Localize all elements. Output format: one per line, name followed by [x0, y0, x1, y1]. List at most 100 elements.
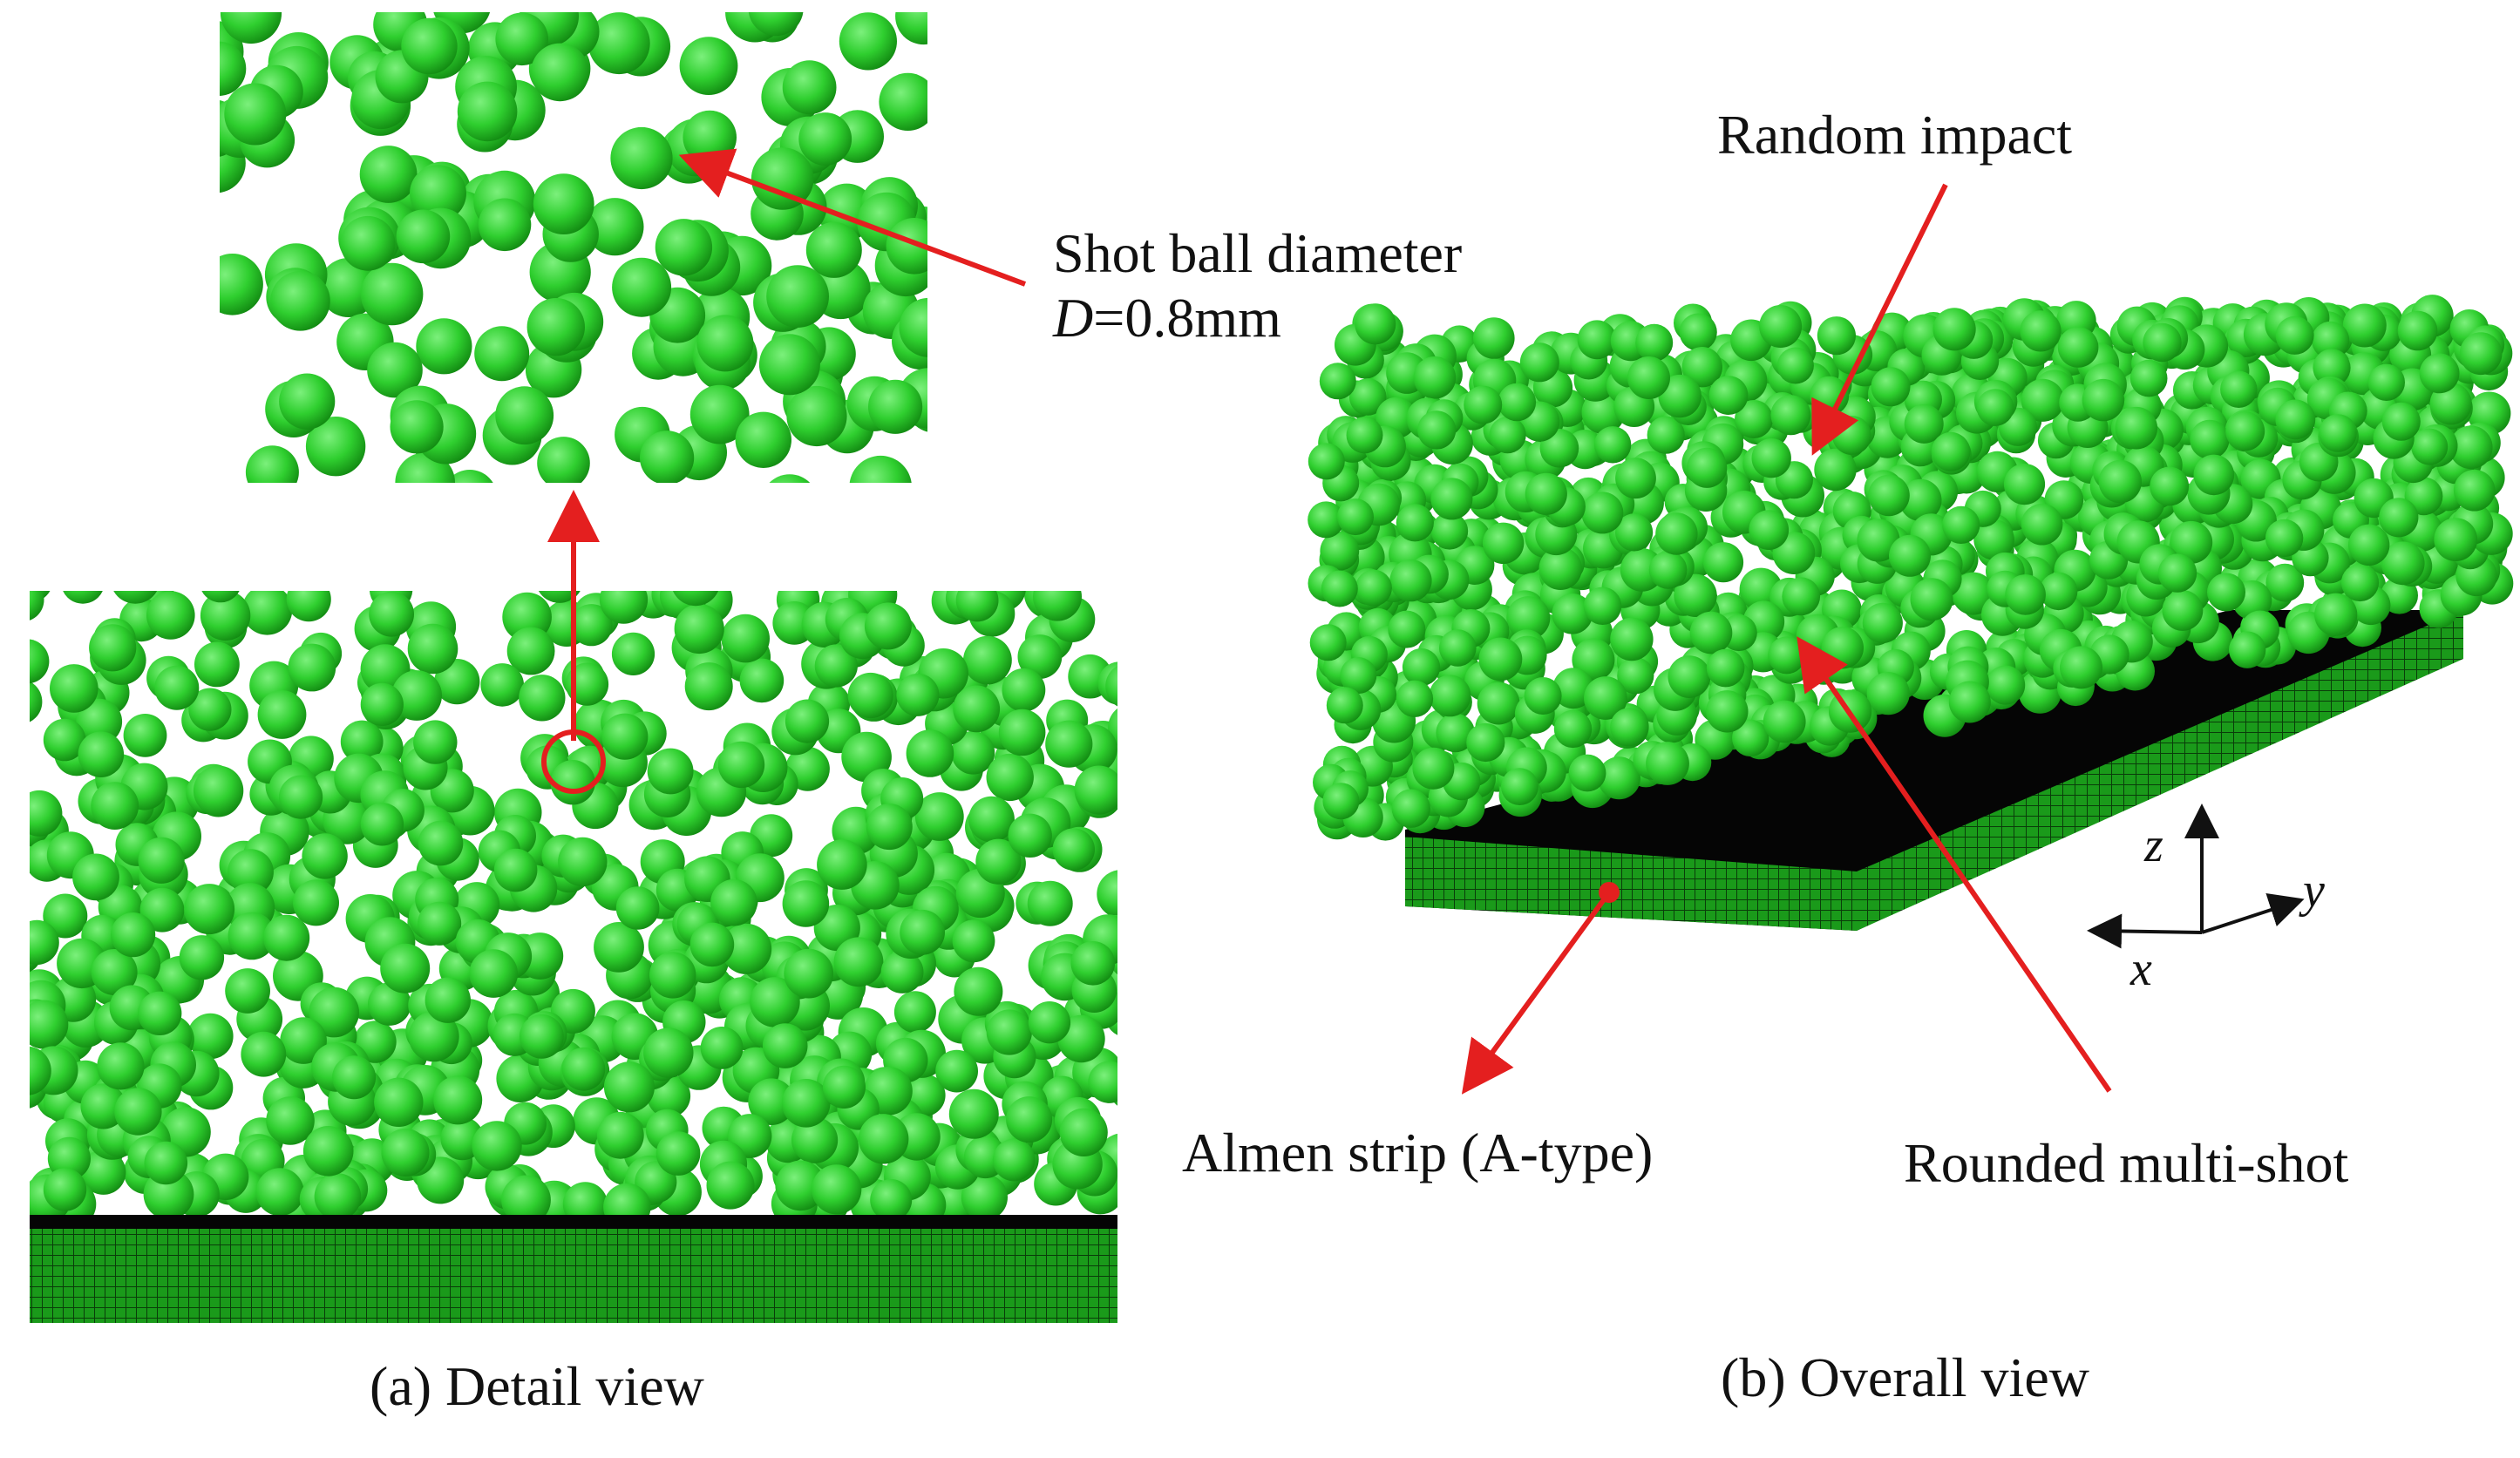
shot-ball — [97, 1042, 145, 1090]
shot-ball — [784, 948, 834, 999]
detail-view-shots — [30, 591, 1117, 1222]
shot-ball — [914, 792, 964, 841]
shot-ball — [739, 658, 785, 703]
shot-ball — [868, 379, 923, 434]
shot-ball — [2190, 419, 2230, 459]
shot-ball — [1668, 655, 1711, 698]
shot-ball — [493, 848, 538, 892]
shot-ball — [91, 782, 139, 830]
shot-ball — [1615, 513, 1654, 552]
annotations — [541, 148, 2112, 1095]
shot-ball — [953, 685, 1001, 733]
shot-ball — [188, 688, 232, 731]
shot-ball — [2340, 563, 2380, 602]
almen-dot — [1599, 882, 1620, 903]
shot-ball — [2275, 399, 2316, 440]
shot-ball — [586, 198, 644, 256]
shot-ball — [781, 1079, 831, 1128]
shot-ball — [1017, 634, 1063, 679]
shot-ball — [1319, 363, 1356, 400]
shot-ball — [1552, 668, 1594, 709]
shot-ball — [2220, 370, 2258, 408]
shot-ball — [139, 887, 185, 932]
shot-ball — [833, 937, 884, 987]
shot-ball — [225, 968, 270, 1014]
shot-ball — [1948, 681, 1991, 723]
shot-ball — [1782, 577, 1821, 616]
shot-ball — [1577, 320, 1617, 360]
shot-ball — [1097, 661, 1117, 705]
shot-ball — [1320, 531, 1360, 571]
shot-ball — [241, 1031, 287, 1077]
shot-ball — [123, 714, 167, 757]
shot-ball — [786, 385, 847, 447]
shot-ball — [611, 632, 655, 676]
shot-ball — [332, 1055, 377, 1100]
shot-ball — [1584, 676, 1627, 720]
shot-ball — [1635, 323, 1674, 362]
shot-ball — [1477, 682, 1520, 725]
shot-ball — [906, 729, 954, 777]
shot-ball — [1904, 403, 1944, 444]
shot-ball — [785, 699, 830, 743]
shot-ball — [30, 1000, 69, 1049]
shot-ball — [340, 215, 396, 271]
shot-ball — [374, 1077, 424, 1128]
shot-ball — [2060, 646, 2102, 689]
shot-ball — [2312, 321, 2350, 359]
shot-ball — [1581, 492, 1624, 534]
shot-ball — [2150, 466, 2190, 506]
shot-ball — [2129, 359, 2168, 397]
shot-ball — [1482, 522, 1525, 564]
shot-ball — [1868, 474, 1910, 517]
shot-ball — [1648, 551, 1688, 589]
shot-ball — [1466, 722, 1505, 763]
shot-ball — [955, 591, 999, 622]
shot-ball — [895, 12, 927, 45]
shot-ball — [866, 804, 913, 851]
shot-ball — [2379, 498, 2419, 538]
shot-ball — [1498, 383, 1537, 422]
shot-ball — [961, 1174, 1008, 1221]
shot-ball — [550, 760, 595, 805]
shot-ball — [433, 1075, 483, 1125]
shot-ball — [1862, 602, 1903, 644]
shot-ball — [1702, 542, 1744, 583]
shot-ball — [615, 886, 660, 930]
shot-ball — [302, 1126, 354, 1177]
shot-ball — [111, 912, 156, 958]
shot-ball — [506, 627, 555, 675]
shot-ball — [1646, 742, 1689, 785]
shot-ball — [495, 12, 548, 66]
shot-ball — [193, 765, 244, 816]
shot-ball — [1679, 313, 1717, 351]
shot-ball — [900, 909, 945, 955]
shot-ball — [1581, 390, 1626, 435]
shot-ball — [1391, 789, 1431, 828]
shot-ball — [241, 591, 293, 635]
shot-ball — [2057, 327, 2099, 368]
overall-strip-front — [1405, 837, 1857, 931]
shot-ball — [1052, 828, 1096, 871]
shot-ball — [612, 257, 672, 317]
shot-ball — [1439, 629, 1477, 667]
shot-ball — [1597, 756, 1640, 800]
shot-ball — [1008, 813, 1052, 858]
shot-ball — [89, 624, 137, 672]
shot-ball — [951, 730, 995, 775]
multishot-arrow — [1797, 636, 2112, 1093]
shot-ball — [2170, 520, 2213, 564]
shot-ball — [1430, 512, 1469, 550]
shot-ball — [114, 1088, 162, 1136]
shot-ball — [2265, 519, 2304, 558]
shot-ball — [1610, 708, 1648, 747]
detail-strip-top — [30, 1215, 1117, 1231]
shot-ball — [76, 698, 123, 745]
shot-ball — [762, 1023, 808, 1068]
shot-ball — [1655, 512, 1698, 555]
shot-ball — [798, 112, 852, 166]
shot-ball — [721, 923, 772, 974]
shot-ball — [1396, 680, 1434, 717]
almen-strip-label: Almen strip (A-type) — [1182, 1122, 1654, 1183]
shot-ball — [870, 1179, 913, 1221]
